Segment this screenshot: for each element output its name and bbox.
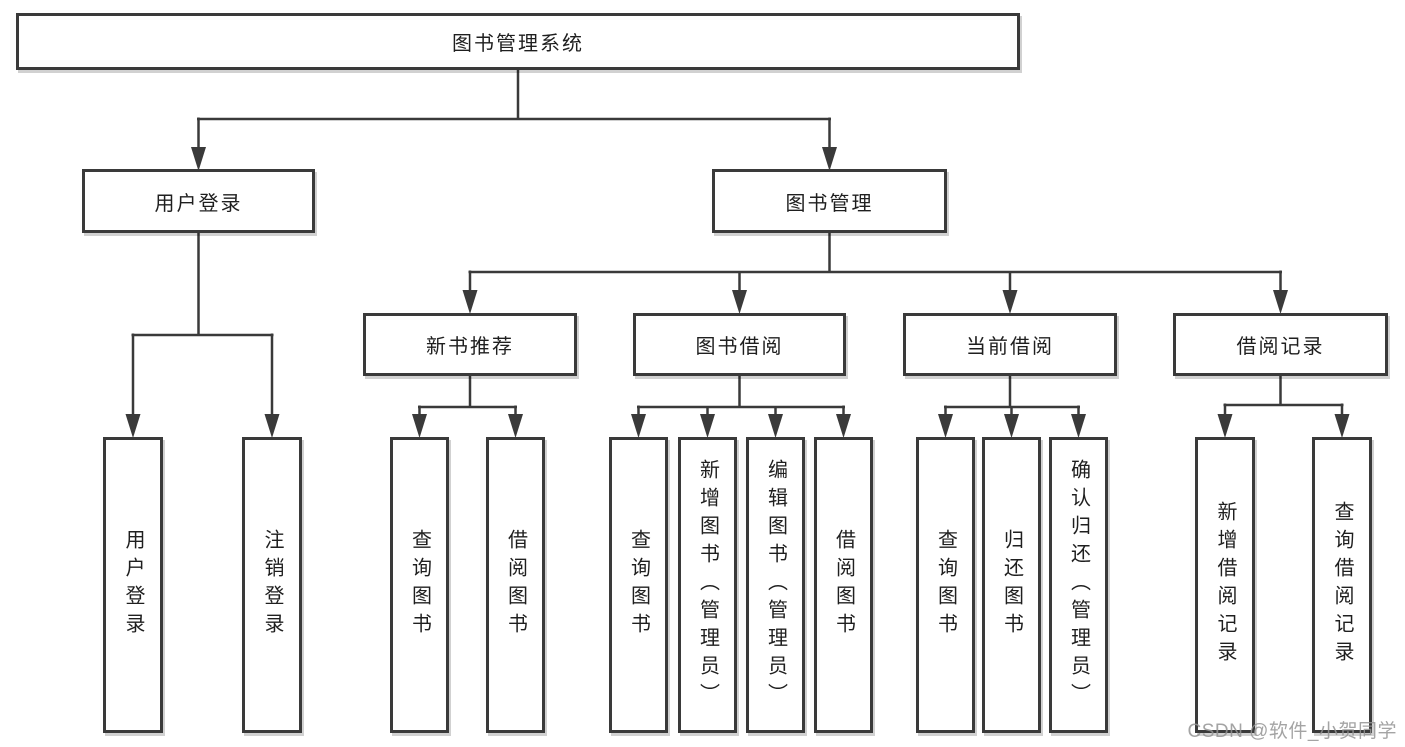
node-book-borrow: 图书借阅 (633, 313, 846, 376)
node-query-books-current: 查询图书 (916, 437, 975, 733)
node-current-borrow: 当前借阅 (903, 313, 1117, 376)
node-label: 新增借阅记录 (1214, 501, 1236, 669)
node-label: 借阅图书 (504, 529, 527, 641)
node-add-books-admin: 新增图书（管理员） (678, 437, 737, 733)
node-new-book-recommend: 新书推荐 (363, 313, 577, 376)
node-label: 图书管理 (785, 192, 874, 215)
node-add-borrow-record: 新增借阅记录 (1195, 437, 1255, 733)
node-label: 图书管理系统 (452, 33, 584, 55)
node-label: 查询图书 (627, 529, 650, 641)
node-user-login: 用户登录 (103, 437, 163, 733)
node-borrow-records: 借阅记录 (1173, 313, 1388, 376)
node-query-borrow-record: 查询借阅记录 (1312, 437, 1372, 733)
node-label: 查询借阅记录 (1331, 501, 1353, 669)
node-label: 用户登录 (122, 529, 144, 641)
node-library-management-system: 图书管理系统 (16, 13, 1020, 70)
node-query-books-recommend: 查询图书 (390, 437, 449, 733)
node-logout: 注销登录 (242, 437, 302, 733)
node-label: 用户登录 (154, 192, 243, 215)
node-user-login-branch: 用户登录 (82, 169, 315, 233)
node-label: 归还图书 (1000, 529, 1023, 641)
node-label: 图书借阅 (695, 336, 784, 358)
node-label: 编辑图书（管理员） (764, 459, 787, 711)
node-book-management: 图书管理 (712, 169, 947, 233)
node-label: 当前借阅 (966, 336, 1054, 358)
node-return-books: 归还图书 (982, 437, 1041, 733)
node-label: 借阅图书 (832, 529, 855, 641)
node-label: 新增图书（管理员） (696, 459, 719, 711)
node-edit-books-admin: 编辑图书（管理员） (746, 437, 805, 733)
csdn-watermark: CSDN @软件_小贺同学 (1187, 721, 1397, 742)
node-label: 借阅记录 (1236, 336, 1325, 358)
node-label: 确认归还（管理员） (1067, 459, 1090, 711)
node-borrow-books: 借阅图书 (814, 437, 873, 733)
node-query-books-borrow: 查询图书 (609, 437, 668, 733)
node-label: 新书推荐 (426, 336, 514, 358)
node-borrow-books-recommend: 借阅图书 (486, 437, 545, 733)
node-confirm-return-admin: 确认归还（管理员） (1049, 437, 1108, 733)
node-label: 查询图书 (408, 529, 431, 641)
node-label: 注销登录 (261, 529, 283, 641)
node-label: 查询图书 (934, 529, 957, 641)
